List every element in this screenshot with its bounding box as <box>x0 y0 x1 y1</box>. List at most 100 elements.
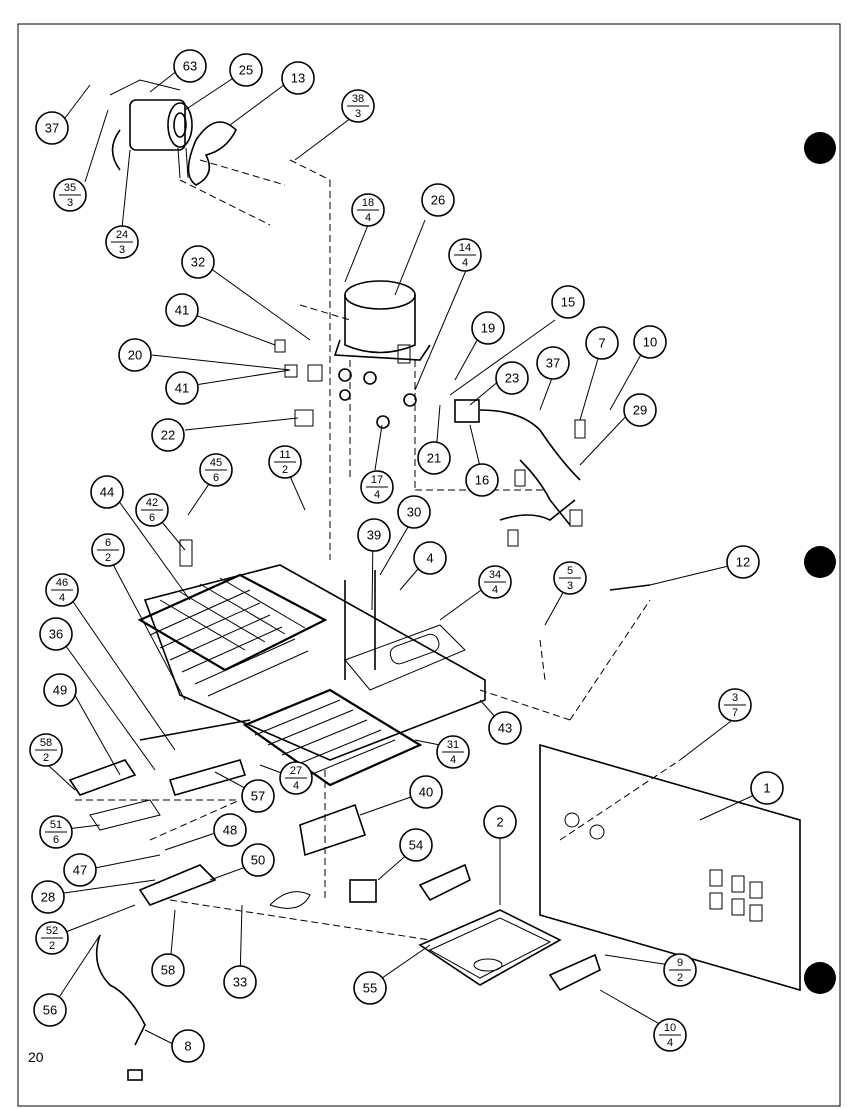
callout-number: 48 <box>223 823 237 838</box>
callout-c29: 29 <box>623 393 657 427</box>
callout-circle <box>623 393 657 427</box>
callout-c11_2: 112 <box>268 445 302 479</box>
callout-circle <box>465 463 499 497</box>
callout-c23: 23 <box>495 361 529 395</box>
callout-c50: 50 <box>241 843 275 877</box>
callout-number: 22 <box>161 428 175 443</box>
callout-number: 33 <box>233 975 247 990</box>
callout-c44: 44 <box>90 475 124 509</box>
callout-numerator: 6 <box>105 537 111 549</box>
binder-hole-middle <box>804 546 836 578</box>
callout-numerator: 51 <box>50 819 62 831</box>
callout-c32: 32 <box>181 245 215 279</box>
callout-numerator: 11 <box>279 449 290 461</box>
callout-circle <box>726 545 760 579</box>
callout-numerator: 46 <box>56 577 68 589</box>
callout-number: 54 <box>409 838 423 853</box>
callout-c54: 54 <box>399 828 433 862</box>
callout-denominator: 2 <box>43 752 49 764</box>
callout-number: 25 <box>239 63 253 78</box>
callout-c41b: 41 <box>165 371 199 405</box>
callout-circle <box>409 775 443 809</box>
callout-circle <box>181 245 215 279</box>
callout-number: 56 <box>43 1003 57 1018</box>
callout-number: 20 <box>128 348 142 363</box>
callout-numerator: 18 <box>362 197 374 209</box>
callout-number: 43 <box>498 721 512 736</box>
callout-numerator: 58 <box>40 737 52 749</box>
callout-denominator: 4 <box>667 1037 673 1049</box>
callout-c2: 2 <box>483 805 517 839</box>
callout-denominator: 6 <box>213 472 219 484</box>
callout-numerator: 45 <box>210 457 222 469</box>
callout-number: 13 <box>291 71 305 86</box>
callout-c46_4: 464 <box>45 573 79 607</box>
callout-denominator: 4 <box>492 584 498 596</box>
callout-denominator: 3 <box>567 580 573 592</box>
callout-numerator: 52 <box>46 925 58 937</box>
callout-number: 41 <box>175 381 189 396</box>
callout-number: 8 <box>184 1039 191 1054</box>
callout-c47: 47 <box>63 853 97 887</box>
callout-c13: 13 <box>281 61 315 95</box>
callout-c15: 15 <box>551 285 585 319</box>
callout-numerator: 35 <box>64 182 76 194</box>
callout-c27_4: 274 <box>279 761 313 795</box>
callout-c19: 19 <box>471 311 505 345</box>
callout-denominator: 2 <box>49 940 55 952</box>
callout-c41a: 41 <box>165 293 199 327</box>
condenser-coil-left <box>137 573 328 697</box>
callout-denominator: 4 <box>365 212 371 224</box>
callout-circle <box>399 828 433 862</box>
callout-circle <box>536 346 570 380</box>
callout-circle <box>241 779 275 813</box>
callout-numerator: 9 <box>677 957 683 969</box>
condenser-coil-right <box>242 688 423 787</box>
callout-c31_4: 314 <box>436 735 470 769</box>
callout-c52_2: 522 <box>35 921 69 955</box>
callout-circle <box>413 541 447 575</box>
callout-c35_3: 353 <box>53 178 87 212</box>
callout-c3_7: 37 <box>718 688 752 722</box>
callout-denominator: 2 <box>677 972 683 984</box>
callout-circle <box>165 371 199 405</box>
callout-c51_6: 516 <box>39 815 73 849</box>
base-pan <box>143 564 486 761</box>
callout-c57: 57 <box>241 779 275 813</box>
callout-circle <box>495 361 529 395</box>
callout-numerator: 38 <box>352 93 364 105</box>
callout-circle <box>397 495 431 529</box>
callout-c21: 21 <box>417 441 451 475</box>
callout-numerator: 3 <box>732 692 738 704</box>
callout-circle <box>353 971 387 1005</box>
callout-circle <box>151 953 185 987</box>
callout-c63: 63 <box>173 49 207 83</box>
callout-denominator: 2 <box>105 552 111 564</box>
callout-number: 36 <box>49 627 63 642</box>
callout-circle <box>173 49 207 83</box>
callout-c10_4: 104 <box>653 1018 687 1052</box>
drain-pan <box>418 909 562 986</box>
callout-number: 57 <box>251 789 265 804</box>
callout-number: 12 <box>736 555 750 570</box>
callout-c58b: 58 <box>151 953 185 987</box>
rear-access-panel <box>539 743 801 992</box>
callout-c37b: 37 <box>536 346 570 380</box>
callout-denominator: 4 <box>374 489 380 501</box>
callout-number: 37 <box>546 356 560 371</box>
callout-circle <box>39 617 73 651</box>
callout-c28: 28 <box>31 880 65 914</box>
callout-c12: 12 <box>726 545 760 579</box>
callout-circle <box>213 813 247 847</box>
callout-numerator: 27 <box>290 765 302 777</box>
callout-circle <box>488 711 522 745</box>
page-border <box>17 23 841 1107</box>
callout-number: 29 <box>633 403 647 418</box>
callout-number: 40 <box>419 785 433 800</box>
callout-number: 44 <box>100 485 114 500</box>
callout-number: 21 <box>427 451 441 466</box>
callout-circle <box>35 111 69 145</box>
callout-c9_2: 92 <box>663 953 697 987</box>
callout-circle <box>31 880 65 914</box>
